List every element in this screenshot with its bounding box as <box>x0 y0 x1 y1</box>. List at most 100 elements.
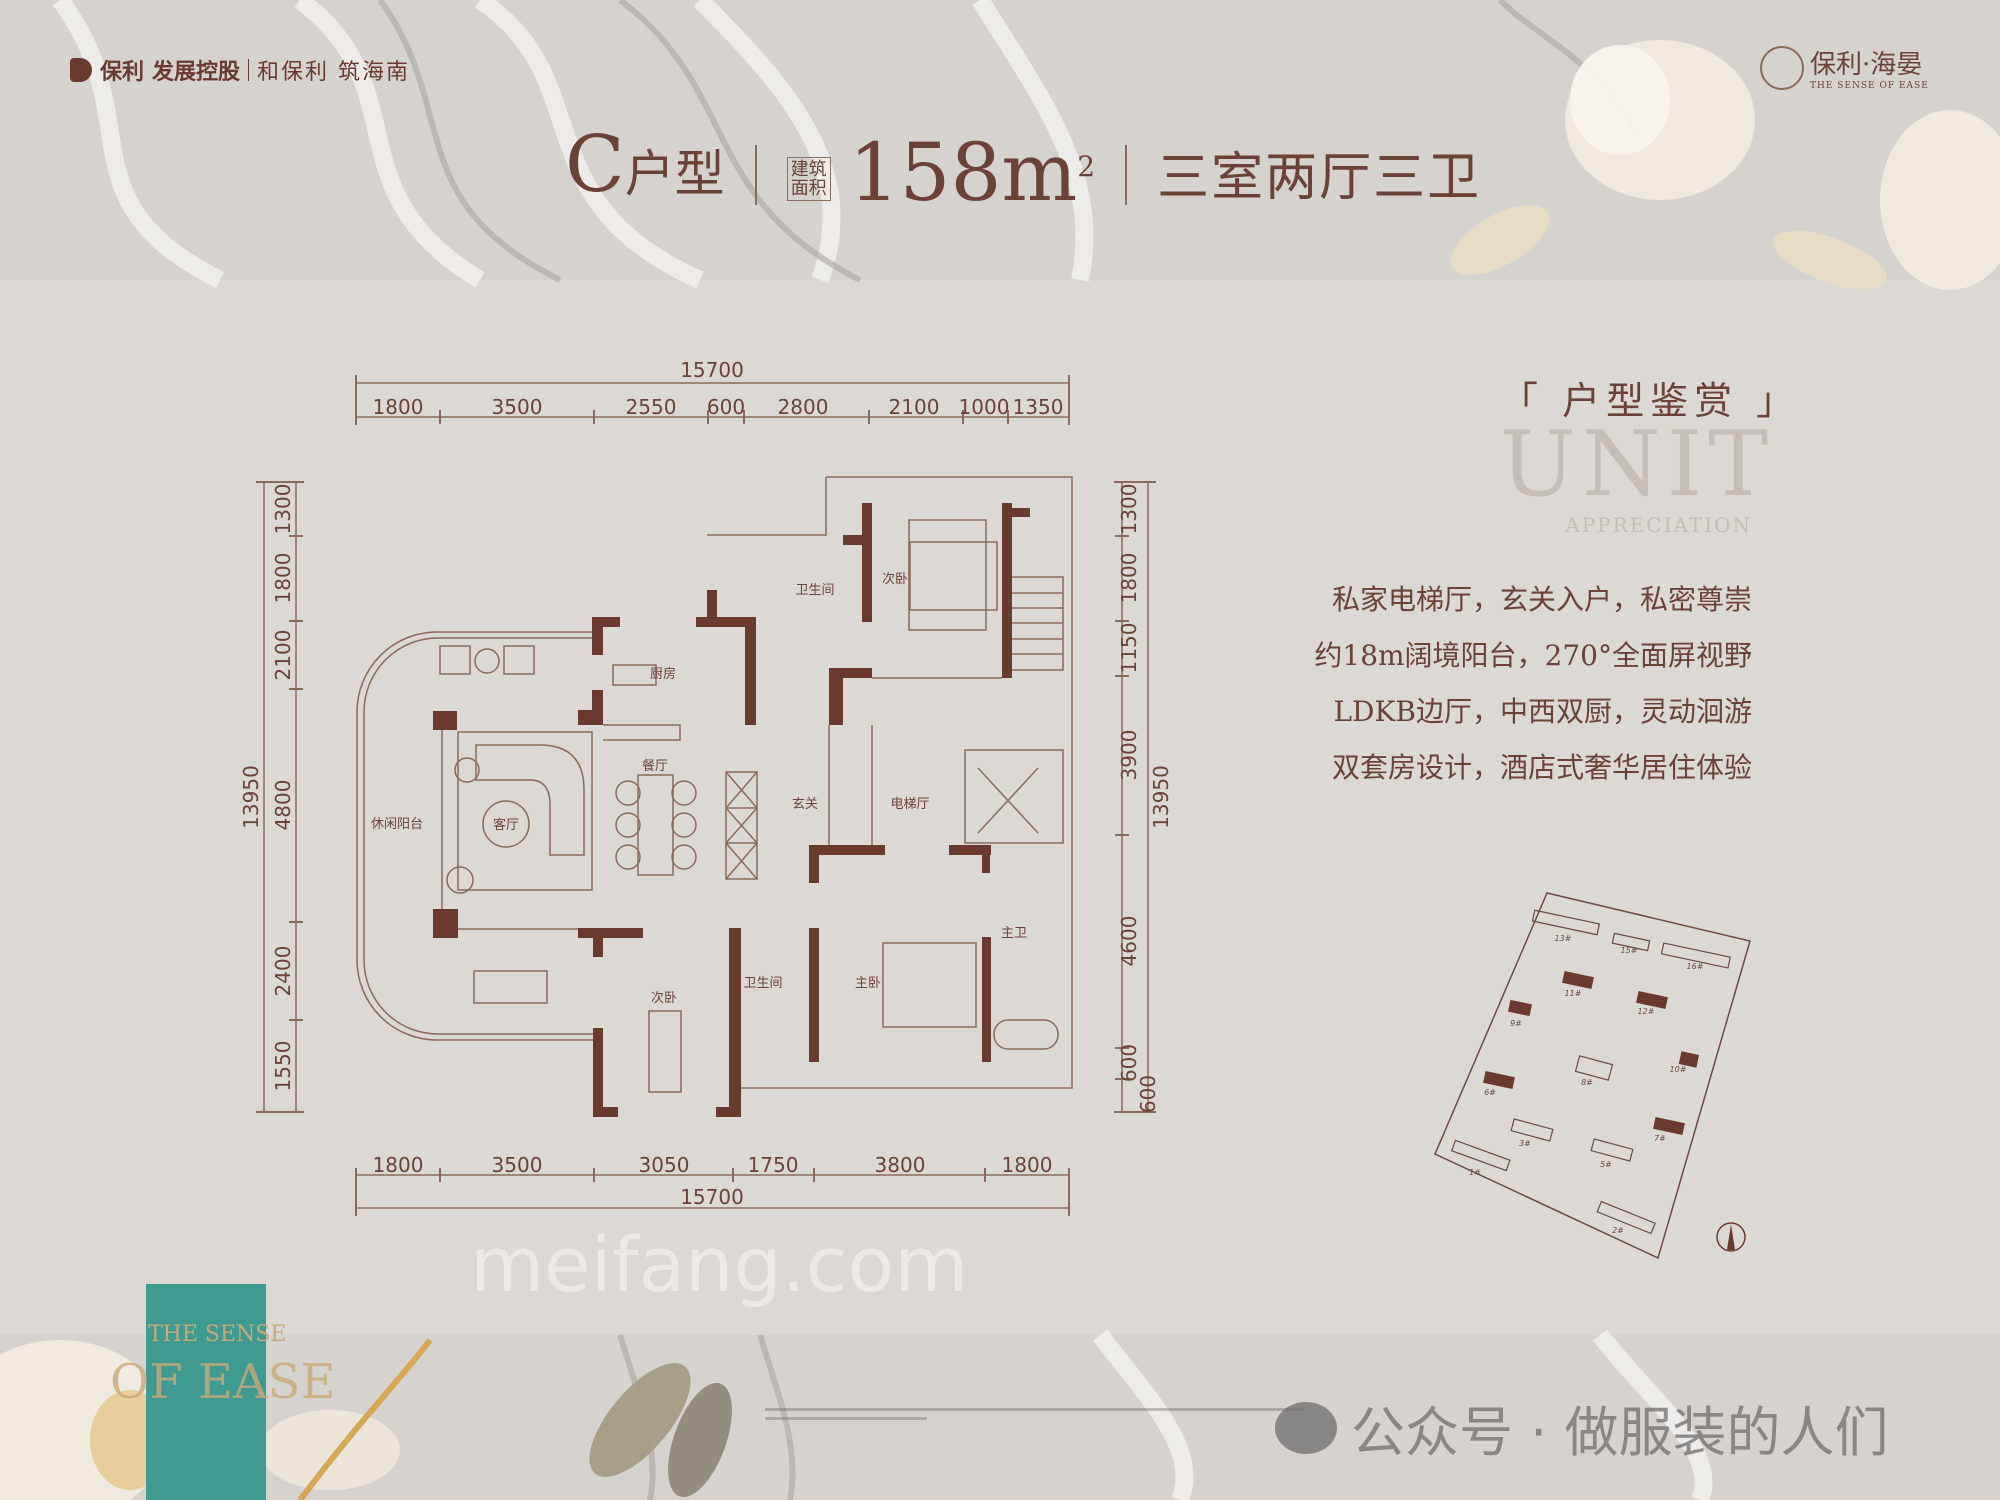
dimension-lines <box>256 375 1156 1216</box>
description-line: 约18m阔境阳台，270°全面屏视野 <box>1314 639 1752 672</box>
room-label-bathroom: 卫生间 <box>795 583 834 598</box>
room-label-master-bedroom: 主卧 <box>855 976 881 991</box>
unit-title: C户型 建筑面积 158m2 三室两厅三卫 <box>565 120 1482 219</box>
unit-en-title: UNIT <box>1500 412 1775 517</box>
walls <box>433 503 1030 1117</box>
flowers-bottom-left <box>0 1338 732 1500</box>
dim-right: 3900 <box>1117 730 1141 781</box>
description-line: 双套房设计，酒店式奢华居住体验 <box>1331 751 1752 784</box>
slogan: 和保利 筑海南 <box>257 60 411 85</box>
sofa <box>475 744 585 856</box>
brand-name: 保利 <box>100 60 145 85</box>
building-label: 11# <box>1565 989 1582 998</box>
dim-left-total: 13950 <box>239 765 263 829</box>
peony-top-right <box>1450 40 2000 290</box>
wechat-icon <box>1275 1401 1337 1454</box>
dim-top: 1000 <box>959 395 1010 419</box>
dim-bottom: 3050 <box>639 1153 690 1177</box>
divider <box>248 59 250 81</box>
outdoor-table <box>473 970 548 1004</box>
building-label: 10# <box>1670 1065 1687 1074</box>
building-label: 15# <box>1621 946 1638 955</box>
dim-left: 4800 <box>271 780 295 831</box>
bed-master <box>882 942 977 1028</box>
dim-bottom: 1800 <box>373 1153 424 1177</box>
brand-group: 发展控股 <box>152 60 241 85</box>
divider <box>754 145 757 205</box>
section-title: 「 户型鉴赏 」 <box>1500 379 1801 423</box>
description-line: LDKB边厅，中西双厨，灵动洄游 <box>1333 695 1752 728</box>
plan-outlines <box>356 476 1073 1089</box>
dim-top: 1800 <box>373 395 424 419</box>
dim-top: 2800 <box>778 395 829 419</box>
building-label: 13# <box>1555 934 1572 943</box>
room-label-dining: 餐厅 <box>642 758 668 774</box>
coffee-table <box>482 800 530 848</box>
dim-top: 3500 <box>492 395 543 419</box>
dim-top: 1350 <box>1013 395 1064 419</box>
bathtub <box>993 1019 1059 1050</box>
dim-bottom-total: 15700 <box>680 1185 744 1209</box>
room-label-elevator-hall: 电梯厅 <box>890 797 929 812</box>
room-label-kitchen: 厨房 <box>650 666 676 682</box>
dim-right: 600 <box>1117 1044 1141 1082</box>
room-label-bedroom: 次卧 <box>882 571 908 587</box>
dim-left: 1300 <box>271 484 295 535</box>
area-tag: 建筑面积 <box>786 157 831 201</box>
building-label: 5# <box>1600 1160 1612 1169</box>
badge-line2: OF EASE <box>110 1354 336 1410</box>
dim-left: 1550 <box>271 1041 295 1092</box>
building-label: 3# <box>1519 1139 1531 1148</box>
dim-left: 2400 <box>271 946 295 997</box>
divider <box>1125 145 1128 205</box>
dim-right-total: 13950 <box>1149 765 1173 829</box>
fine-print <box>765 1408 1305 1426</box>
unit-layout: 三室两厅三卫 <box>1157 148 1482 208</box>
building-label: 1# <box>1469 1168 1481 1177</box>
dim-left: 2100 <box>271 630 295 681</box>
building-label: 6# <box>1484 1088 1496 1097</box>
room-label-balcony: 休闲阳台 <box>371 817 423 832</box>
dim-bottom: 3500 <box>492 1153 543 1177</box>
project-logo: 保利·海晏 THE SENSE OF EASE <box>1760 44 1929 91</box>
badge-line1: THE SENSE <box>148 1322 287 1347</box>
dim-right: 4600 <box>1117 916 1141 967</box>
building-label: 8# <box>1581 1078 1593 1087</box>
site-plan: 13# 15# 16# 11# 12# 9# 10# 8# 6# 7# 3# 5… <box>1434 892 1751 1260</box>
dim-left: 1800 <box>271 553 295 604</box>
dim-right: 600 <box>1136 1075 1160 1113</box>
dim-bottom: 1750 <box>748 1153 799 1177</box>
bed-upper <box>909 541 998 611</box>
appreciation-en-subtitle: APPRECIATION <box>1565 513 1752 537</box>
furniture <box>439 541 1059 1093</box>
dim-right: 1150 <box>1117 623 1141 674</box>
dim-top: 600 <box>707 395 745 419</box>
desk <box>648 1010 682 1093</box>
dim-right: 1300 <box>1117 484 1141 535</box>
building-label: 7# <box>1654 1134 1666 1143</box>
dim-bottom: 3800 <box>875 1153 926 1177</box>
poly-logo-icon <box>70 58 92 82</box>
project-emblem-icon <box>1760 45 1804 90</box>
description-line: 私家电梯厅，玄关入户，私密尊崇 <box>1331 583 1752 616</box>
dim-top: 2550 <box>626 395 677 419</box>
building-label: 9# <box>1510 1019 1522 1028</box>
unit-type: C户型 <box>565 120 725 210</box>
building-label: 16# <box>1687 962 1704 971</box>
meifang-watermark: meifang.com <box>470 1220 969 1309</box>
poly-developments-logo: 保利 发展控股 和保利 筑海南 <box>70 54 410 86</box>
project-tagline: THE SENSE OF EASE <box>1810 81 1929 91</box>
room-label-master-bath: 主卫 <box>1001 926 1027 941</box>
wechat-account-text: 公众号 · 做服装的人们 <box>1351 1401 1889 1464</box>
sense-of-ease-badge: THE SENSE OF EASE <box>110 1284 336 1500</box>
north-compass-icon <box>1716 1222 1746 1252</box>
dim-top-total: 15700 <box>680 358 744 382</box>
dim-bottom: 1800 <box>1002 1153 1053 1177</box>
dim-right: 1800 <box>1117 553 1141 604</box>
project-name: 保利·海晏 <box>1810 50 1923 80</box>
unit-area: 158m2 <box>848 126 1096 219</box>
room-label-living: 客厅 <box>493 817 519 833</box>
room-label-bedroom: 次卧 <box>651 990 677 1006</box>
